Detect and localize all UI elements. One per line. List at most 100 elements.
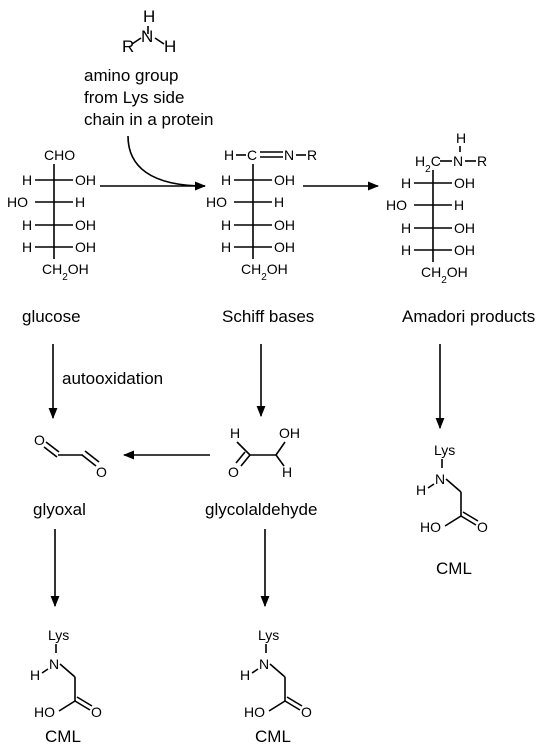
amadori-top-n: N (453, 153, 463, 169)
cml-right-o: O (477, 519, 488, 535)
cml-left-coh-bond (58, 700, 76, 712)
amadori-row-2-left: HO (386, 197, 407, 213)
cml-structure-middle: Lys H N HO O (240, 627, 312, 720)
amadori-label: Amadori products (402, 307, 535, 326)
glucose-cho: CHO (44, 147, 75, 163)
amadori-top-r: R (477, 153, 487, 169)
glucose-row-3-right: OH (75, 217, 96, 233)
amadori-row-4-left: H (401, 242, 411, 258)
glycolaldehyde-coh-bond (275, 441, 286, 456)
cml-right-label: CML (436, 559, 472, 578)
schiff-row-2-right: H (274, 194, 284, 210)
glycolaldehyde-label: glycolaldehyde (205, 500, 317, 519)
schiff-row-4-left: H (221, 239, 231, 255)
cml-right-hn-bond (427, 483, 435, 489)
schiff-top-n: N (284, 147, 294, 163)
glycolaldehyde-oh: OH (279, 425, 300, 441)
glycolaldehyde-co-bond-a (240, 454, 251, 467)
amadori-row-2-right: H (454, 197, 464, 213)
amadori-top-h: H (456, 130, 466, 146)
glucose-label: glucose (22, 307, 81, 326)
cml-right-h: H (416, 482, 426, 498)
schiff-top-c: C (247, 147, 257, 163)
amadori-row-4-right: OH (454, 242, 475, 258)
glycolaldehyde-co-bond-b (235, 451, 246, 464)
glyoxal-co1-bond-a (45, 441, 60, 453)
amine-r: R (122, 37, 134, 56)
autooxidation-label: autooxidation (62, 369, 163, 388)
amine-curved-arrow (127, 135, 206, 187)
cml-right-nc-bond (445, 478, 462, 493)
cml-right-lys: Lys (434, 442, 455, 458)
cml-left-label: CML (45, 727, 81, 746)
glucose-row-2-right: H (75, 194, 85, 210)
cml-left-lys: Lys (48, 627, 69, 643)
amine-rn-bond (131, 37, 142, 45)
cml-left-o: O (91, 704, 102, 720)
amine-structure: H R N H (122, 7, 176, 56)
cml-left-h: H (30, 667, 40, 683)
glycolaldehyde-ch2-bond (275, 454, 285, 467)
amine-caption: amino group from Lys side chain in a pro… (84, 66, 213, 129)
schiff-ch2oh: CH2OH (241, 261, 288, 283)
amadori-row-3-left: H (401, 220, 411, 236)
amadori-row-1-right: OH (454, 175, 475, 191)
cml-left-nc-bond (59, 663, 76, 678)
cml-middle-o: O (301, 704, 312, 720)
amine-caption-line-2: from Lys side (84, 88, 184, 107)
cml-left-hn-bond (41, 668, 49, 674)
glucose-ch2oh: CH2OH (42, 261, 89, 283)
schiff-row-3-left: H (221, 217, 231, 233)
schiff-row-3-right: OH (274, 217, 295, 233)
amine-h-right: H (164, 37, 176, 56)
glyoxal-co2-bond-a (81, 454, 97, 467)
schiff-row-1-right: OH (274, 172, 295, 188)
cml-right-co-bond-a (460, 515, 477, 526)
amadori-row-3-right: OH (454, 220, 475, 236)
glycolaldehyde-o1: O (228, 464, 239, 480)
cml-middle-co-bond-a (284, 700, 301, 711)
glucose-row-4-left: H (22, 239, 32, 255)
cml-right-n: N (435, 471, 445, 487)
cml-right-ho: HO (420, 519, 441, 535)
cml-middle-lys: Lys (258, 627, 279, 643)
glucose-row-1-left: H (22, 172, 32, 188)
cml-middle-label: CML (255, 727, 291, 746)
cml-structure-left: Lys H N HO O (30, 627, 102, 720)
schiff-top-r: R (307, 147, 317, 163)
cml-structure-right: Lys H N HO O (416, 442, 488, 535)
glucose-row-1-right: OH (75, 172, 96, 188)
cml-middle-ho: HO (244, 704, 265, 720)
cml-right-co-bond-b (462, 511, 479, 522)
glycolaldehyde-ch1-bond (236, 441, 251, 456)
amadori-row-1-left: H (401, 175, 411, 191)
glycolaldehyde-h2: H (282, 464, 292, 480)
schiff-row-1-left: H (221, 172, 231, 188)
cml-middle-co-bond-b (286, 696, 303, 707)
amine-h-top: H (143, 7, 155, 26)
schiff-row-2-left: HO (206, 194, 227, 210)
cml-middle-n: N (259, 656, 269, 672)
cml-left-co-bond-a (74, 700, 91, 711)
cml-right-coh-bond (444, 515, 462, 527)
amine-nh2-bond (154, 37, 165, 45)
amadori-top-ch2: H2C (415, 153, 441, 175)
glycolaldehyde-structure: H O OH H (228, 425, 300, 480)
cml-middle-hn-bond (251, 668, 259, 674)
amadori-ch2oh: CH2OH (421, 264, 468, 286)
schiff-structure: H C N R H OH HO H H OH H OH CH2OH (206, 147, 317, 283)
cml-left-co-bond-b (76, 696, 93, 707)
cml-left-ho: HO (34, 704, 55, 720)
glyoxal-o2: O (96, 464, 107, 480)
amine-caption-line-1: amino group (84, 66, 179, 85)
glyoxal-o1: O (34, 432, 45, 448)
glucose-structure: CHO H OH HO H H OH H OH CH2OH (7, 147, 96, 283)
glyoxal-co2-bond-b (84, 450, 100, 463)
cml-left-n: N (49, 656, 59, 672)
schiff-top-h: H (224, 147, 234, 163)
glycolaldehyde-h1: H (230, 425, 240, 441)
cml-middle-nc-bond (269, 663, 286, 678)
glucose-row-4-right: OH (75, 239, 96, 255)
